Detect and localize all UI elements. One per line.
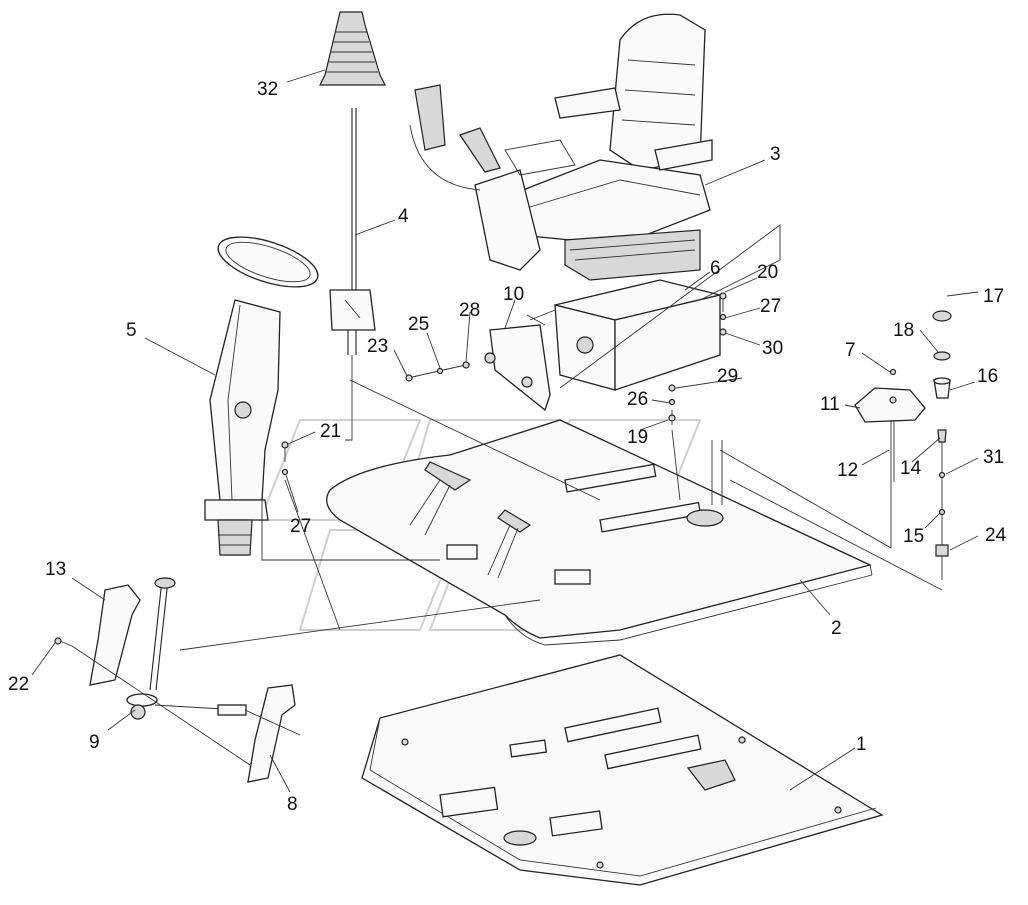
bolt-22 [54, 637, 73, 647]
seat-mount-bracket [526, 279, 721, 391]
hardware-20-27-30 [719, 292, 727, 336]
bracket-13 [89, 584, 141, 686]
callout-5: 5 [126, 320, 137, 341]
callout-4: 4 [398, 206, 409, 227]
hardware-21-27 [281, 441, 289, 476]
callout-19: 19 [627, 427, 648, 448]
callout-29: 29 [717, 366, 738, 387]
callout-16: 16 [977, 366, 998, 387]
callout-31: 31 [983, 447, 1004, 468]
callout-17: 17 [983, 286, 1004, 307]
side-cover-panel [484, 324, 551, 412]
lever-assembly-9 [126, 577, 247, 720]
floor-panel-with-pedals [326, 419, 873, 646]
callout-1: 1 [856, 734, 867, 755]
callout-labels: 32 3 4 20 6 17 27 10 28 25 18 5 30 23 7 … [8, 79, 1007, 815]
hardware-23-25-28 [405, 361, 471, 382]
callout-3: 3 [770, 144, 781, 165]
callout-22: 22 [8, 674, 29, 695]
shift-knob-assembly [854, 310, 952, 580]
gear-lever-rod [329, 108, 376, 355]
callout-11: 11 [820, 394, 840, 415]
callout-26: 26 [627, 389, 648, 410]
callout-7: 7 [845, 340, 856, 361]
floor-base-plate [361, 654, 884, 886]
callout-28: 28 [459, 300, 480, 321]
callout-9: 9 [89, 732, 100, 753]
gear-lever-boot [319, 11, 386, 86]
callout-27-bottom: 27 [290, 516, 311, 537]
callout-8: 8 [287, 794, 298, 815]
assembly-guide-lines [71, 224, 943, 766]
callout-23: 23 [367, 336, 388, 357]
leader-lines [31, 69, 979, 793]
bracket-8 [247, 684, 296, 783]
callout-15: 15 [903, 526, 924, 547]
callout-20: 20 [757, 262, 778, 283]
callout-13: 13 [45, 559, 66, 580]
callout-12: 12 [837, 460, 858, 481]
callout-30: 30 [762, 338, 783, 359]
operator-seat [409, 13, 713, 281]
callout-18: 18 [893, 320, 914, 341]
callout-25: 25 [408, 314, 429, 335]
hardware-19-26-29 [668, 384, 676, 425]
callout-2: 2 [831, 618, 842, 639]
callout-14: 14 [900, 458, 922, 479]
callout-32: 32 [257, 79, 278, 100]
steering-column [204, 236, 319, 556]
callout-24: 24 [985, 525, 1007, 546]
callout-27-top: 27 [760, 296, 781, 317]
callout-6: 6 [710, 258, 721, 279]
callout-21: 21 [320, 421, 341, 442]
callout-10: 10 [503, 284, 524, 305]
